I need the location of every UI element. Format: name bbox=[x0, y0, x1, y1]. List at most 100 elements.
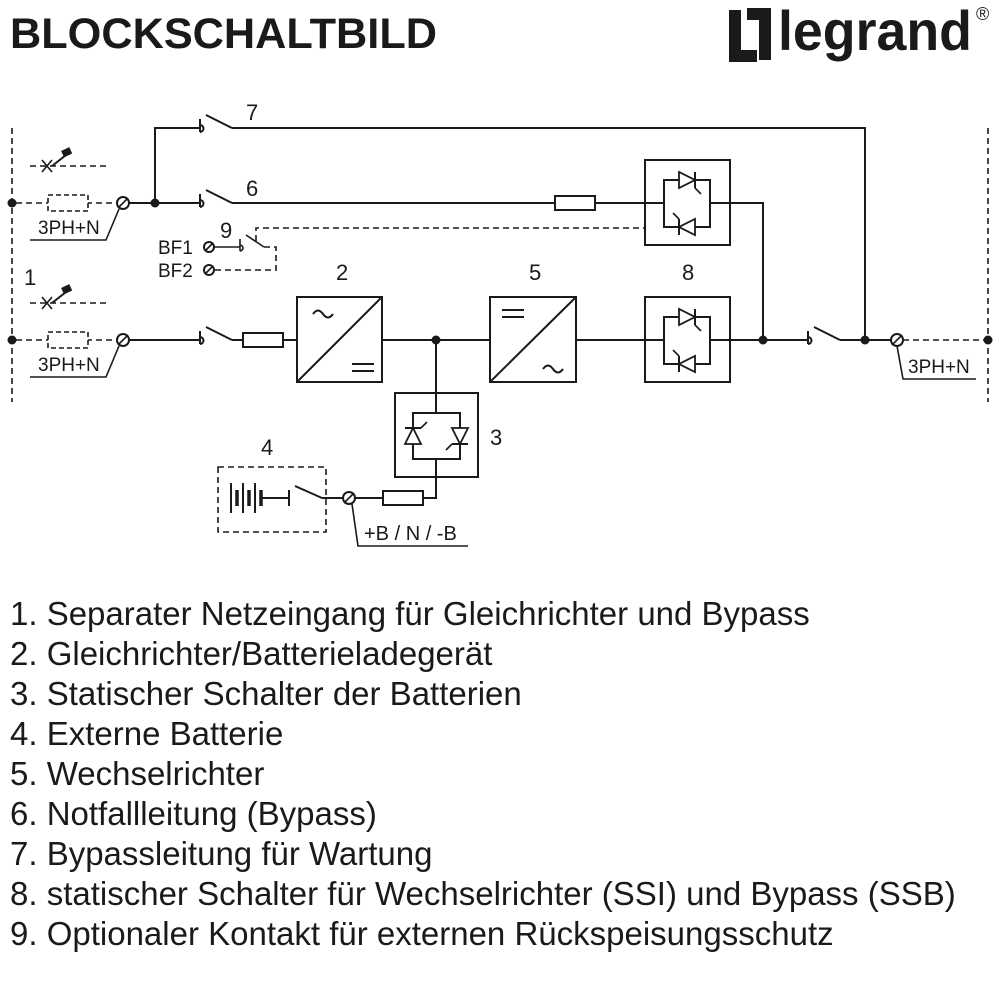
switch-contact-icon bbox=[199, 331, 205, 345]
output-label: 3PH+N bbox=[908, 357, 970, 378]
thyristor-gate bbox=[694, 324, 702, 332]
legend-item: 3. Statischer Schalter der Batterien bbox=[10, 675, 522, 712]
logo-mark-left bbox=[729, 10, 757, 62]
switch-blade bbox=[205, 114, 233, 129]
thyristor-icon bbox=[676, 217, 696, 237]
rectifier-block bbox=[296, 296, 383, 383]
thyristor-icon bbox=[450, 427, 470, 447]
battery-icon bbox=[230, 483, 263, 513]
marker-8: 8 bbox=[682, 260, 694, 285]
external-battery: 4 bbox=[217, 435, 343, 533]
breaker-cross-icon bbox=[41, 296, 53, 310]
switch-blade bbox=[294, 485, 323, 499]
maintenance-bypass-wire bbox=[232, 127, 866, 340]
bypass-input-label: 3PH+N bbox=[38, 218, 100, 239]
maintenance-feed bbox=[154, 127, 200, 203]
breaker-handle bbox=[61, 147, 73, 158]
junction-dot bbox=[758, 335, 768, 345]
inverter-block bbox=[489, 296, 577, 383]
converter-diagonal bbox=[489, 296, 577, 383]
junction-dot bbox=[7, 198, 17, 208]
thyristor-gate bbox=[445, 443, 453, 451]
terminal-slash bbox=[117, 197, 129, 209]
optional-fuse bbox=[47, 194, 89, 212]
marker-6: 6 bbox=[246, 176, 258, 201]
bypass-fuse bbox=[554, 195, 596, 211]
battery-static-switch bbox=[394, 392, 479, 478]
bf2-wire bbox=[214, 246, 277, 271]
breaker-lever bbox=[51, 291, 67, 304]
breaker-handle bbox=[61, 284, 73, 295]
external-battery-enclosure bbox=[217, 466, 327, 533]
dc-icon bbox=[352, 363, 374, 372]
marker-7: 7 bbox=[246, 100, 258, 125]
static-switch-bypass bbox=[644, 159, 731, 246]
breaker-cross-icon bbox=[41, 159, 53, 173]
legend-item: 7. Bypassleitung für Wartung bbox=[10, 835, 433, 872]
label-leader bbox=[30, 345, 120, 378]
marker-1: 1 bbox=[24, 265, 36, 290]
ac-icon bbox=[312, 309, 334, 319]
switch-contact-icon bbox=[199, 119, 205, 133]
legend-item: 9. Optionaler Kontakt für externen Rücks… bbox=[10, 915, 834, 952]
terminal-slash bbox=[204, 242, 214, 252]
optional-fuse bbox=[47, 331, 89, 349]
thyristor-gate bbox=[672, 349, 680, 357]
legend: 1. Separater Netzeingang für Gleichricht… bbox=[10, 595, 956, 952]
marker-9: 9 bbox=[220, 218, 232, 243]
battery-fuse bbox=[382, 490, 424, 506]
marker-3: 3 bbox=[490, 425, 502, 450]
legrand-logo: legrand ® bbox=[729, 0, 989, 62]
bypass-input: 3PH+N bbox=[7, 147, 130, 241]
thyristor-icon bbox=[403, 425, 423, 445]
ssi-bridge bbox=[645, 316, 730, 365]
legend-item: 1. Separater Netzeingang für Gleichricht… bbox=[10, 595, 810, 632]
ssb-output-wire bbox=[730, 202, 764, 340]
label-leader bbox=[351, 503, 468, 547]
registered-mark: ® bbox=[976, 4, 989, 24]
converter-diagonal bbox=[296, 296, 383, 383]
contact-control-link bbox=[255, 227, 645, 241]
terminal-slash bbox=[204, 265, 214, 275]
terminal-slash bbox=[117, 334, 129, 346]
legrand-logo-icon bbox=[729, 8, 771, 62]
terminal-slash bbox=[891, 334, 903, 346]
maintenance-bypass-line: 7 bbox=[129, 100, 866, 340]
thyristor-gate bbox=[694, 187, 702, 195]
label-leader bbox=[896, 345, 976, 380]
switch-contact-icon bbox=[807, 331, 813, 345]
legend-item: 4. Externe Batterie bbox=[10, 715, 283, 752]
switch-contact-icon bbox=[199, 194, 205, 208]
rectifier-input: 3PH+N 1 bbox=[7, 265, 130, 378]
marker-4: 4 bbox=[261, 435, 273, 460]
battery-terminal-label: +B / N / -B bbox=[364, 523, 457, 545]
rectifier-input-label: 3PH+N bbox=[38, 355, 100, 376]
legend-item: 2. Gleichrichter/Batterieladegerät bbox=[10, 635, 492, 672]
switch-blade bbox=[205, 326, 233, 341]
marker-5: 5 bbox=[529, 260, 541, 285]
ac-icon bbox=[542, 364, 564, 374]
logo-wordmark: legrand bbox=[778, 0, 972, 62]
legend-item: 6. Notfallleitung (Bypass) bbox=[10, 795, 377, 832]
legend-item: 8. statischer Schalter für Wechselrichte… bbox=[10, 875, 956, 912]
breaker-lever bbox=[51, 154, 67, 167]
junction-dot bbox=[983, 335, 993, 345]
static-switch-inverter bbox=[644, 296, 731, 383]
thyristor-icon bbox=[678, 170, 698, 190]
switch-contact-icon bbox=[239, 239, 244, 252]
terminal-slash bbox=[343, 492, 355, 504]
battery-switch-bridge bbox=[412, 393, 461, 477]
logo-mark-right bbox=[747, 8, 771, 60]
thyristor-icon bbox=[678, 307, 698, 327]
dc-icon bbox=[502, 309, 524, 318]
switch-blade bbox=[813, 326, 841, 341]
switch-blade bbox=[205, 189, 233, 204]
contact-bf2-label: BF2 bbox=[158, 261, 193, 282]
legend-item: 5. Wechselrichter bbox=[10, 755, 264, 792]
contact-bf1-label: BF1 bbox=[158, 238, 193, 259]
page-title: BLOCKSCHALTBILD bbox=[10, 10, 437, 58]
thyristor-gate bbox=[420, 421, 428, 429]
battery-wire bbox=[423, 477, 437, 499]
